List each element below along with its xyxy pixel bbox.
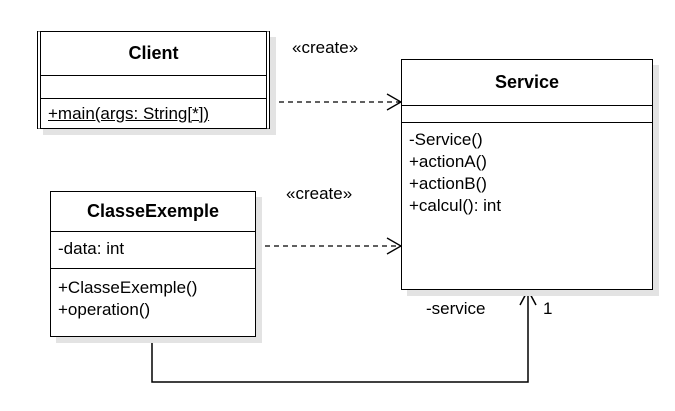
class-name-text: Client: [128, 43, 179, 63]
attribute-item: -data: int: [58, 239, 125, 258]
attributes-compartment: [402, 105, 652, 122]
association-line-exemple-service[interactable]: [151, 290, 529, 383]
operation-item: +actionB(): [409, 174, 487, 193]
attributes-compartment: [41, 75, 266, 98]
class-service[interactable]: Service -Service() +actionA() +actionB()…: [401, 59, 653, 290]
operation-item: -Service(): [409, 130, 483, 149]
operation-item: +operation(): [58, 300, 151, 319]
stereotype-label-client-service: «create»: [292, 38, 359, 57]
class-name: ClasseExemple: [51, 192, 255, 231]
attributes-compartment: -data: int: [51, 231, 255, 268]
class-name: Client: [41, 32, 266, 75]
operations-compartment: -Service() +actionA() +actionB() +calcul…: [402, 122, 652, 220]
multiplicity-label: 1: [543, 299, 553, 318]
class-name-text: ClasseExemple: [86, 201, 220, 221]
class-name-text: Service: [494, 72, 560, 92]
class-client[interactable]: Client +main(args: String[*]): [37, 31, 270, 129]
class-classe-exemple[interactable]: ClasseExemple -data: int +ClasseExemple(…: [50, 191, 256, 337]
operation-item: +ClasseExemple(): [58, 278, 198, 297]
operation-item: +main(args: String[*]): [48, 104, 210, 123]
class-name: Service: [402, 60, 652, 105]
operation-item: +actionA(): [409, 152, 487, 171]
operations-compartment: +ClasseExemple() +operation(): [51, 268, 255, 324]
operation-item: +calcul(): int: [409, 196, 502, 215]
operations-compartment: +main(args: String[*]): [41, 98, 266, 128]
association-arrowhead-service: [519, 288, 537, 306]
role-label-service: -service: [426, 299, 486, 318]
stereotype-label-exemple-service: «create»: [286, 184, 353, 203]
